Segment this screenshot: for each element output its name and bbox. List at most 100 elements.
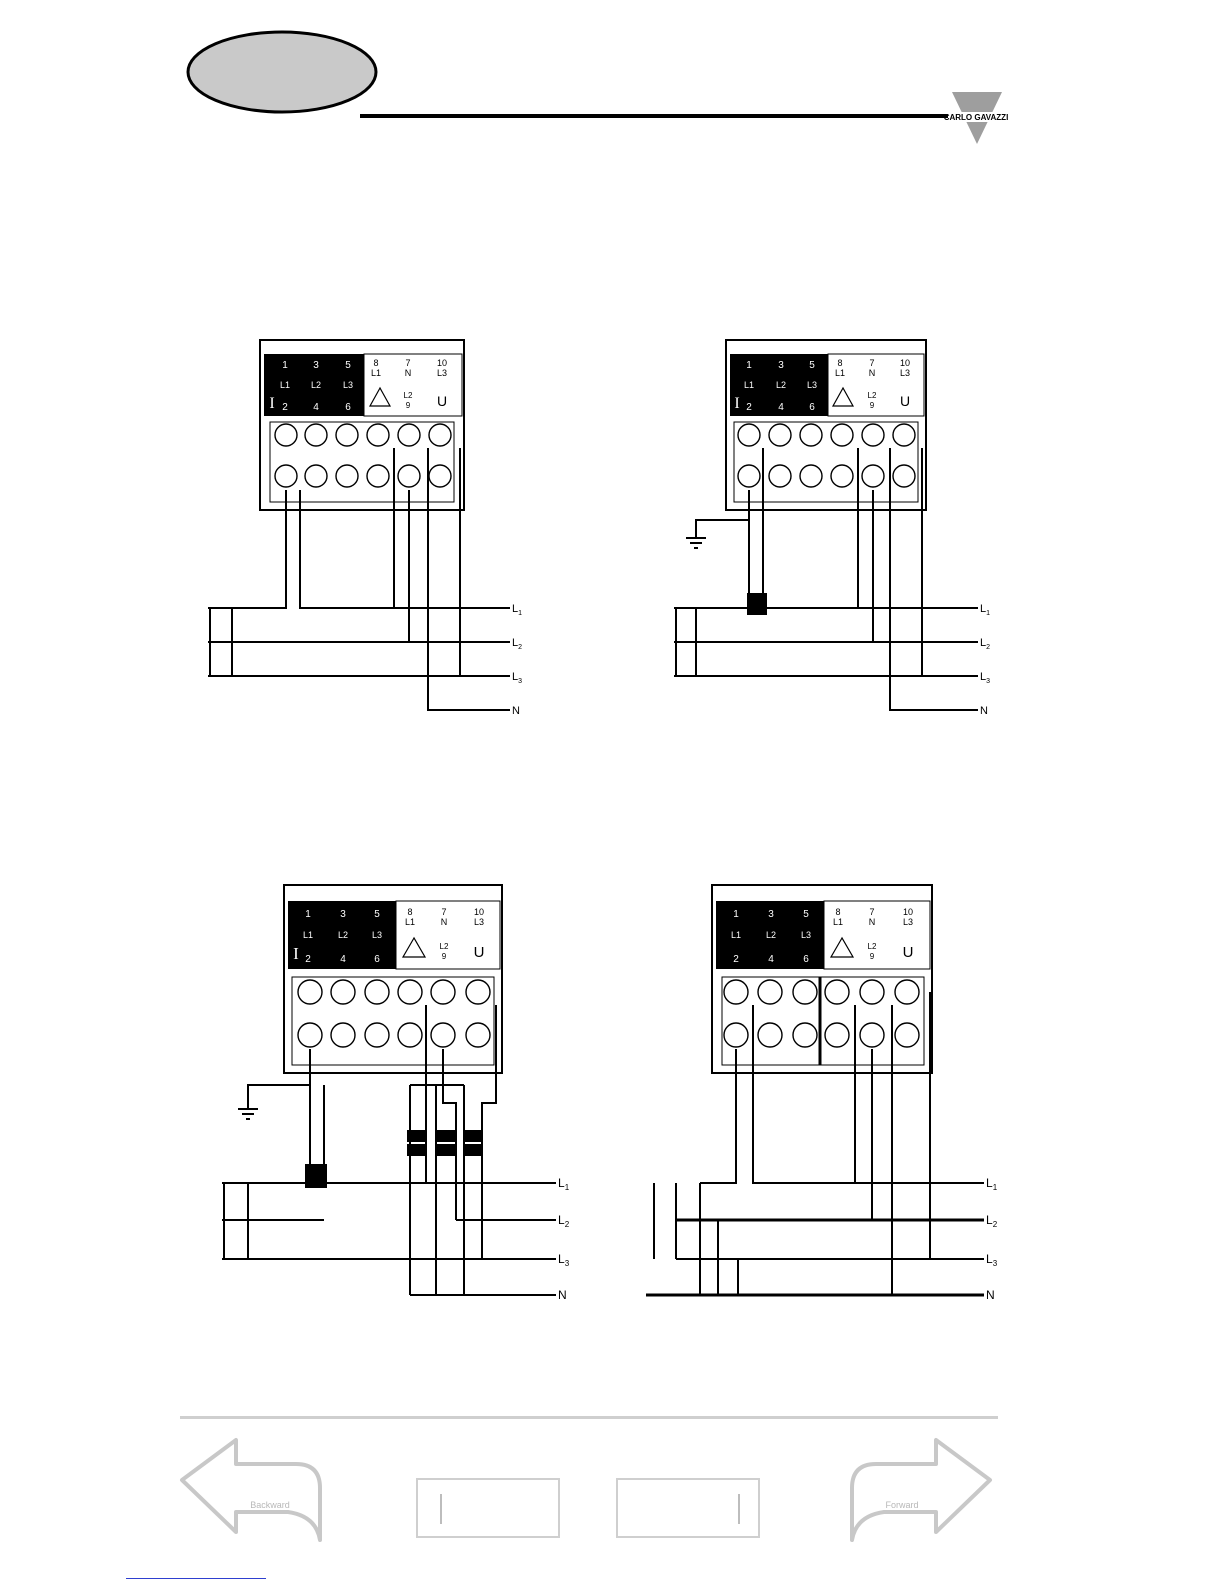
line-label-l1: L1	[558, 1176, 570, 1192]
backward-button[interactable]: Backward	[178, 1436, 326, 1546]
terminal-label: 4	[313, 402, 319, 413]
terminal-label: 2	[733, 954, 739, 965]
terminal-label: 8	[837, 358, 842, 368]
line-label-n: N	[558, 1288, 567, 1302]
terminal-label: 2	[746, 402, 752, 413]
footer-rule	[180, 1416, 998, 1419]
phase-label: L1	[744, 380, 754, 390]
line-label-n: N	[980, 705, 988, 717]
terminal-label: 10	[474, 907, 484, 917]
current-symbol: I	[734, 395, 739, 412]
line-label-l3: L3	[512, 671, 522, 685]
terminal-label: 6	[374, 954, 380, 965]
line-label-l3: L3	[558, 1252, 570, 1268]
terminal-label: 3	[768, 909, 774, 920]
line-label-l2: L2	[980, 637, 990, 651]
terminal-label: 1	[733, 909, 739, 920]
bottom-link-underline[interactable]	[126, 1578, 266, 1579]
terminal-label: 5	[374, 909, 380, 920]
terminal-label: 3	[340, 909, 346, 920]
current-symbol: I	[269, 395, 274, 412]
terminal-label: 9	[442, 952, 447, 961]
phase-label: L3	[372, 930, 382, 940]
line-label-l2: L2	[512, 637, 522, 651]
brand-name: CARLO GAVAZZI	[944, 113, 1009, 122]
phase-label: L1	[833, 917, 843, 927]
current-symbol: I	[293, 944, 299, 963]
line-label-l1: L1	[512, 603, 522, 617]
terminal-label: 6	[345, 402, 351, 413]
voltage-symbol: U	[437, 393, 447, 409]
phase-label: L3	[807, 380, 817, 390]
line-label-l3: L3	[980, 671, 990, 685]
terminal-label: 8	[407, 907, 412, 917]
terminal-label: 6	[809, 402, 815, 413]
phase-label: L2	[338, 930, 348, 940]
terminal-label: 7	[869, 358, 874, 368]
phase-label: L2	[868, 942, 877, 951]
line-labels: L1 L2 L3 N	[980, 603, 990, 717]
page-box-divider	[440, 1494, 442, 1524]
terminal-label: 10	[900, 358, 910, 368]
phase-label: L2	[776, 380, 786, 390]
meter-terminal-panel: 1 3 5 L1 L2 L3 2 4 6 I 8 7 10 L1 N L3 L2…	[260, 340, 464, 510]
phase-label: L1	[405, 917, 415, 927]
terminal-label: 9	[406, 401, 411, 410]
phase-label: N	[869, 917, 876, 927]
phase-label: L3	[437, 368, 447, 378]
terminal-label: 2	[282, 402, 288, 413]
ground-symbol	[238, 1085, 310, 1119]
wiring-diagram-d: 1 3 5 L1 L2 L3 2 4 6 8 7 10 L1 N L3 L2 9…	[640, 875, 1020, 1315]
wiring-diagram-a: 1 3 5 L1 L2 L3 2 4 6 I 8 7 10 L1 N L3 L2…	[180, 330, 540, 730]
terminal-label: 5	[345, 360, 351, 371]
line-label-l1: L1	[986, 1176, 998, 1192]
terminal-label: 10	[437, 358, 447, 368]
phase-label: L2	[868, 391, 877, 400]
wiring-diagram-b: 1 3 5 L1 L2 L3 2 4 6 I 8 7 10 L1 N L3 L2…	[660, 330, 1020, 730]
terminal-label: 9	[870, 401, 875, 410]
phase-label: L3	[343, 380, 353, 390]
phase-label: L3	[474, 917, 484, 927]
terminal-label: 2	[305, 954, 311, 965]
phase-label: L2	[311, 380, 321, 390]
forward-label: Forward	[885, 1500, 918, 1510]
phase-label: L2	[766, 930, 776, 940]
line-labels: L1 L2 L3 N	[558, 1176, 570, 1302]
terminal-label: 5	[803, 909, 809, 920]
voltage-symbol: U	[900, 393, 910, 409]
phase-label: N	[441, 917, 448, 927]
terminal-label: 5	[809, 360, 815, 371]
terminal-label: 7	[441, 907, 446, 917]
line-label-l2: L2	[986, 1213, 998, 1229]
terminal-label: 1	[305, 909, 311, 920]
backward-label: Backward	[250, 1500, 290, 1510]
line-labels: L1 L2 L3 N	[986, 1176, 998, 1302]
line-labels: L1 L2 L3 N	[512, 603, 522, 717]
page-box-divider	[738, 1494, 740, 1524]
terminal-label: 4	[340, 954, 346, 965]
phase-label: L1	[371, 368, 381, 378]
terminal-label: 4	[778, 402, 784, 413]
terminal-label: 3	[778, 360, 784, 371]
forward-arrow-icon	[852, 1440, 990, 1540]
phase-label: L2	[440, 942, 449, 951]
page-total-box[interactable]	[616, 1478, 760, 1538]
meter-terminal-panel: 1 3 5 L1 L2 L3 2 4 6 I 8 7 10 L1 N L3 L2…	[284, 885, 502, 1073]
voltage-symbol: U	[903, 944, 914, 961]
voltage-symbol: U	[474, 944, 485, 961]
terminal-label: 9	[870, 952, 875, 961]
terminal-label: 7	[869, 907, 874, 917]
meter-terminal-panel: 1 3 5 L1 L2 L3 2 4 6 8 7 10 L1 N L3 L2 9…	[712, 885, 932, 1073]
phase-label: L2	[404, 391, 413, 400]
line-label-n: N	[986, 1288, 995, 1302]
line-label-l3: L3	[986, 1252, 998, 1268]
meter-terminal-panel: 1 3 5 L1 L2 L3 2 4 6 I 8 7 10 L1 N L3 L2…	[726, 340, 926, 510]
phase-label: L3	[903, 917, 913, 927]
terminal-label: 10	[903, 907, 913, 917]
phase-label: L1	[731, 930, 741, 940]
terminal-label: 3	[313, 360, 319, 371]
page-number-box[interactable]	[416, 1478, 560, 1538]
phase-label: L1	[303, 930, 313, 940]
terminal-label: 1	[746, 360, 752, 371]
forward-button[interactable]: Forward	[846, 1436, 994, 1546]
